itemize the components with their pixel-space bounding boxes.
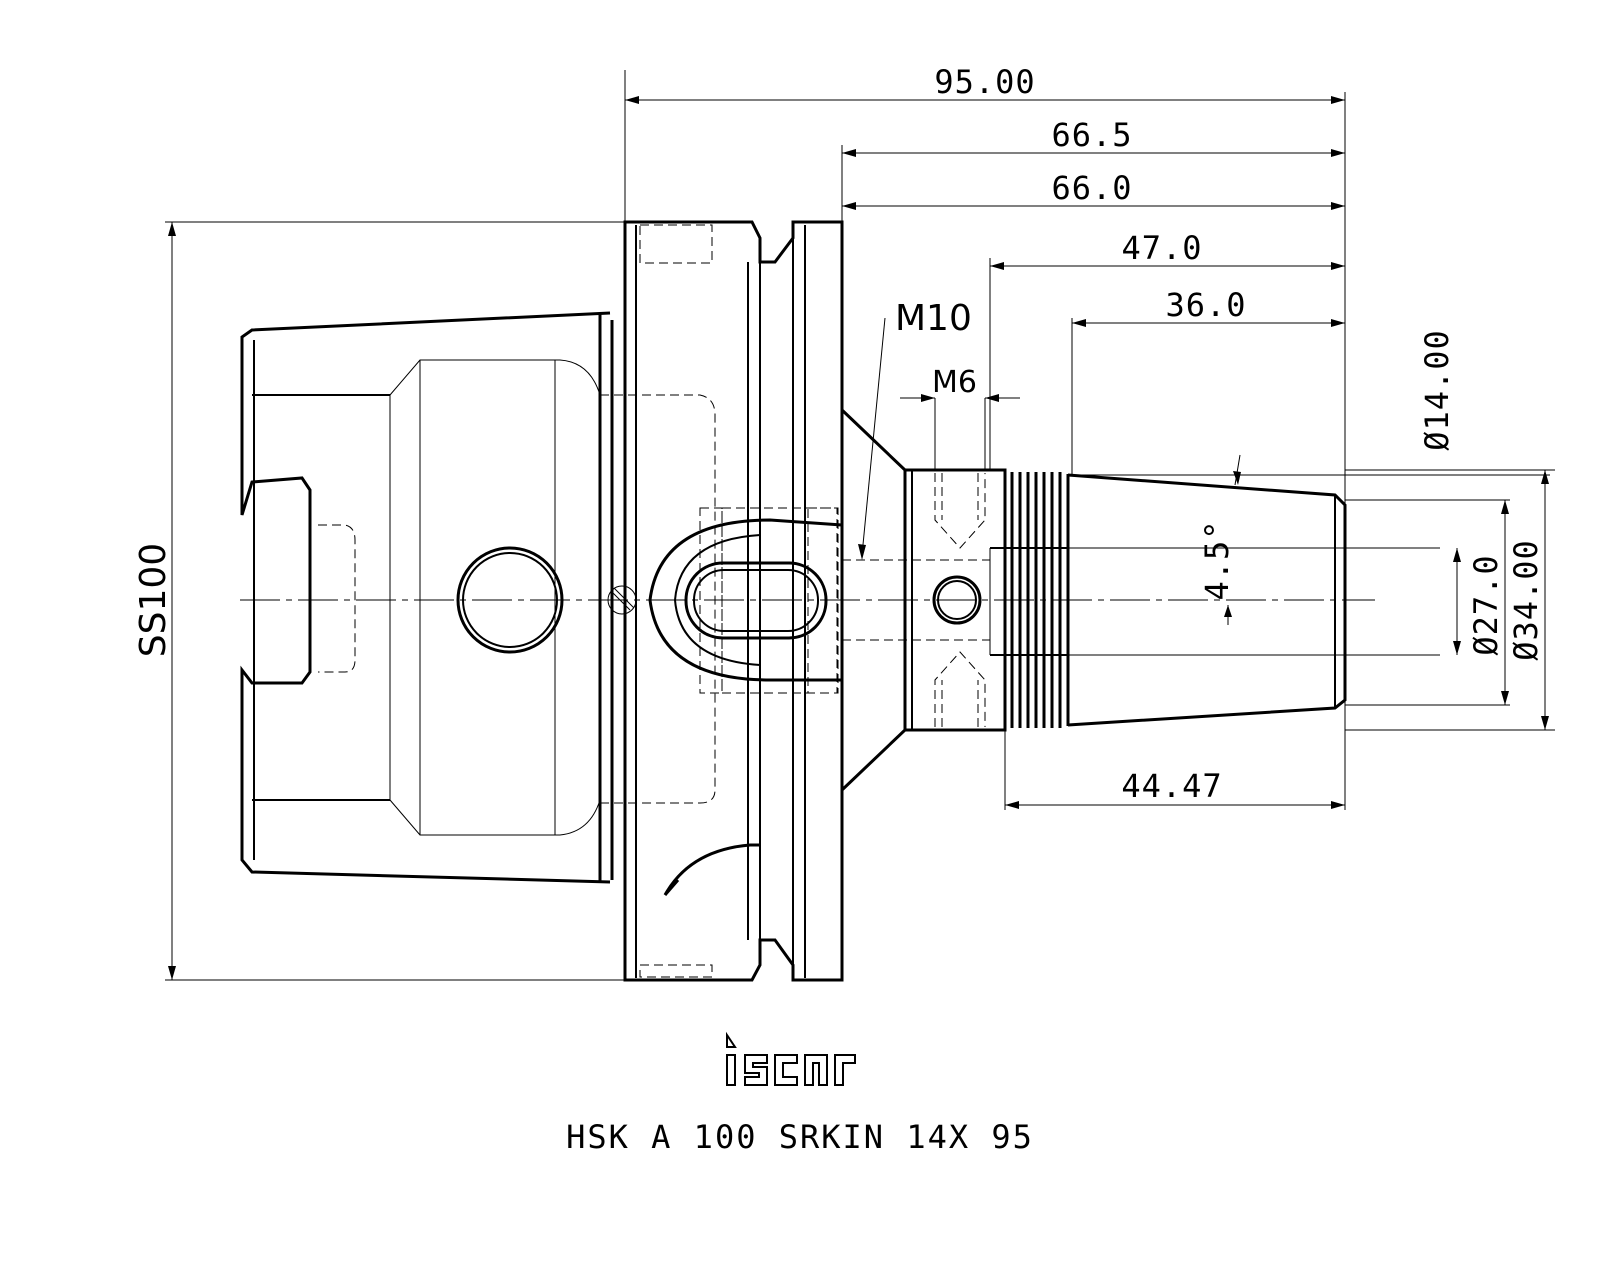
- dim-95: 95.00: [934, 63, 1035, 101]
- hsk-shank: [240, 311, 716, 884]
- dim-47: 47.0: [1121, 229, 1202, 267]
- m6-screw-bottom: [934, 651, 986, 727]
- dimension-lines: [165, 70, 1555, 981]
- m6-screw-top: [934, 473, 986, 549]
- dim-dia-27: Ø27.0: [1467, 554, 1505, 655]
- dim-36: 36.0: [1165, 286, 1246, 324]
- dim-dia-34: Ø34.00: [1507, 539, 1545, 661]
- label-m10: M10: [895, 298, 972, 339]
- iscar-logo: [726, 1031, 856, 1086]
- dim-44-47: 44.47: [1121, 767, 1222, 805]
- dim-ss100: SS100: [133, 543, 174, 657]
- part-designation: HSK A 100 SRKIN 14X 95: [566, 1118, 1034, 1156]
- dim-dia-14: Ø14.00: [1418, 329, 1456, 451]
- dim-66-5: 66.5: [1051, 116, 1132, 154]
- dim-taper-angle: 4.5°: [1198, 519, 1236, 600]
- dim-66-0: 66.0: [1051, 169, 1132, 207]
- flange: [623, 220, 844, 982]
- label-m6: M6: [932, 365, 977, 400]
